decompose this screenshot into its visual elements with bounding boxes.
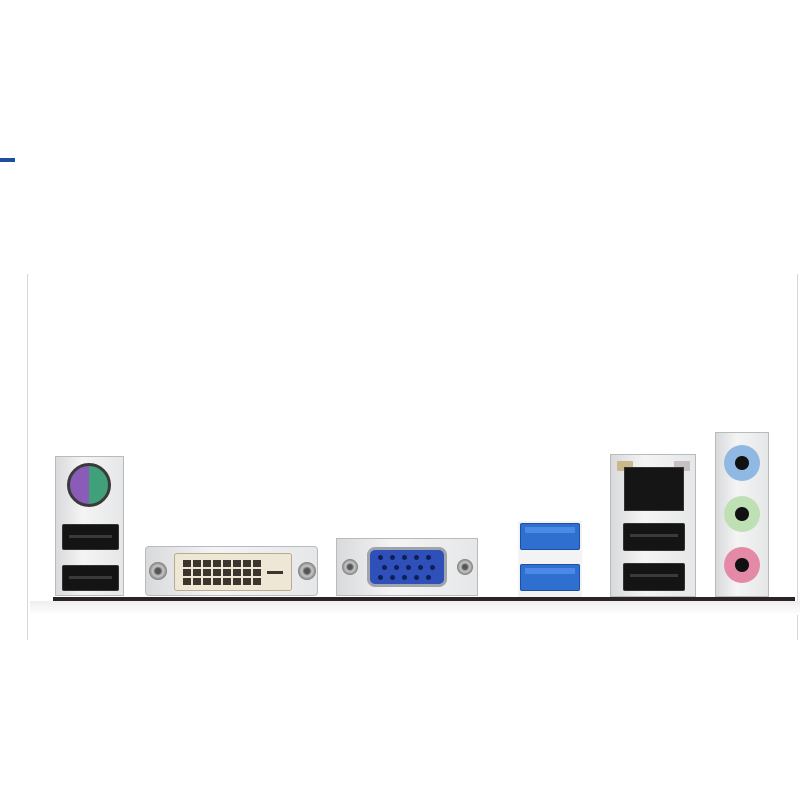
ps2-usb-stack — [55, 456, 124, 596]
screw-icon — [149, 562, 167, 580]
dvi-pins — [183, 560, 261, 585]
dvi-port[interactable] — [174, 553, 292, 591]
board-edge-line — [53, 597, 795, 601]
screw-icon — [298, 562, 316, 580]
right-border-line — [797, 274, 798, 640]
audio-jack-mic-in[interactable] — [724, 547, 760, 583]
usb3-stack — [518, 521, 582, 597]
ps2-port[interactable] — [67, 463, 111, 507]
screw-icon — [457, 559, 473, 575]
lan-led-right — [674, 461, 690, 471]
audio-jack-line-out[interactable] — [724, 496, 760, 532]
audio-jack-line-in[interactable] — [724, 445, 760, 481]
vga-connector — [336, 538, 478, 596]
lan-usb-stack — [610, 454, 696, 597]
usb2-port-3[interactable] — [623, 523, 685, 551]
usb2-port-4[interactable] — [623, 563, 685, 591]
vga-port[interactable] — [367, 547, 447, 587]
dvi-blade — [267, 571, 283, 574]
blue-dash-mark — [0, 158, 15, 162]
board-shadow — [30, 601, 800, 615]
usb2-port-2[interactable] — [62, 565, 119, 591]
lan-led-left — [617, 461, 633, 471]
usb3-port-2[interactable] — [520, 564, 580, 591]
usb3-port-1[interactable] — [520, 523, 580, 550]
rj45-lan-port[interactable] — [624, 467, 684, 511]
left-border-line — [27, 274, 28, 640]
audio-stack — [715, 432, 769, 597]
usb2-port-1[interactable] — [62, 524, 119, 550]
dvi-connector — [145, 546, 318, 596]
screw-icon — [342, 559, 358, 575]
